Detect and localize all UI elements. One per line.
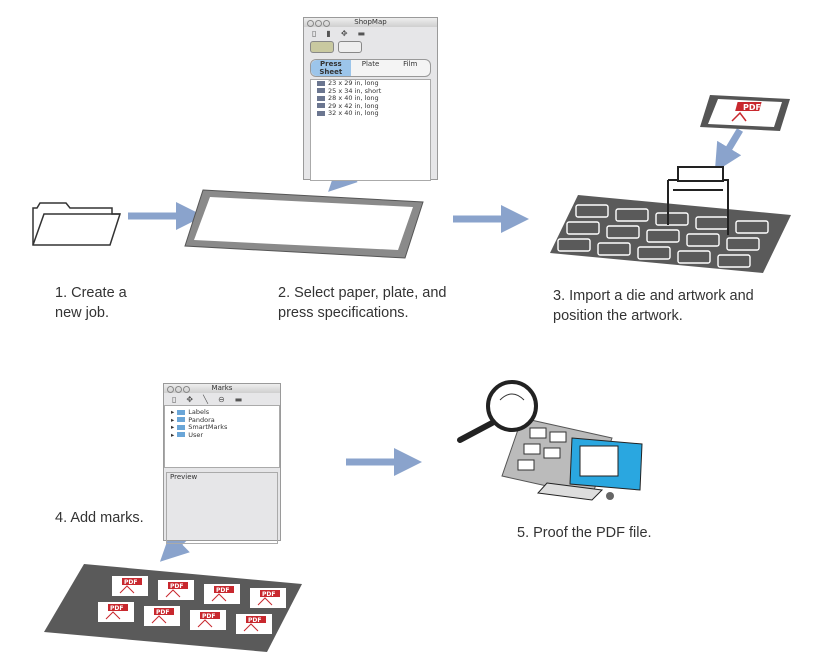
toolbar: ▯ ✥ ╲ ⊖ ▬	[164, 393, 280, 405]
pdf-mark: PDF	[98, 602, 134, 622]
pdf-mark: PDF	[250, 588, 286, 608]
list-item[interactable]: 32 x 40 in, long	[311, 109, 430, 118]
sheet-tabs: Press Sheet Plate Film	[310, 59, 431, 77]
step-5-label: 5. Proof the PDF file.	[517, 525, 652, 541]
die-cut	[597, 242, 631, 256]
move-icon[interactable]: ✥	[186, 394, 194, 404]
die-cut	[726, 237, 760, 251]
pdf-badge: PDF	[743, 103, 761, 112]
folder-item[interactable]: ▸Pandora	[171, 415, 215, 424]
pdf-mark: PDF	[204, 584, 240, 604]
new-icon[interactable]: ▯	[172, 394, 177, 404]
svg-text:PDF: PDF	[202, 613, 215, 620]
folder-item[interactable]: ▸Labels	[171, 408, 210, 416]
die-cut	[717, 254, 751, 268]
die-cut	[557, 238, 591, 252]
die-cut	[735, 220, 769, 234]
die-cut	[566, 221, 600, 235]
die-sheet	[550, 166, 791, 273]
computer-icon	[536, 437, 643, 501]
duplicate-icon[interactable]: ▮	[326, 28, 331, 38]
die-cut	[615, 208, 649, 222]
folder-item[interactable]: ▸SmartMarks	[171, 423, 228, 431]
link-icon[interactable]: ⊖	[217, 394, 225, 404]
new-icon[interactable]: ▯	[312, 28, 317, 38]
marks-tree: ▸Labels ▸Pandora ▸SmartMarks ▸User	[164, 405, 280, 468]
magnifier-icon	[457, 380, 538, 443]
proof-illustration	[457, 380, 643, 501]
die-cut	[686, 233, 720, 247]
pdf-mark: PDF	[144, 606, 180, 626]
window-title: Marks	[211, 384, 233, 392]
list-item[interactable]: 25 x 34 in, short	[311, 87, 430, 96]
components-mode-button[interactable]	[338, 41, 362, 53]
die-cut	[606, 225, 640, 239]
tab-press-sheet[interactable]: Press Sheet	[311, 60, 351, 76]
die-cut	[646, 229, 680, 243]
svg-text:PDF: PDF	[124, 579, 137, 586]
die-cut	[637, 246, 671, 260]
folder-icon	[177, 409, 186, 415]
shopmap-window: ShopMap ▯ ▮ ✥ ▬ Press Sheet Plate Film 23 x…	[303, 17, 438, 181]
edit-icon[interactable]: ╲	[203, 394, 208, 404]
pdf-mark: PDF	[158, 580, 194, 600]
pdf-mark: PDF	[236, 614, 272, 634]
tab-plate[interactable]: Plate	[361, 60, 380, 68]
move-icon[interactable]: ✥	[340, 28, 348, 38]
arrow-pdf-to-die	[714, 128, 744, 173]
svg-text:PDF: PDF	[262, 591, 275, 598]
svg-text:PDF: PDF	[156, 609, 169, 616]
list-item[interactable]: 29 x 42 in, long	[311, 102, 430, 111]
toolbar: ▯ ▮ ✥ ▬	[304, 27, 437, 39]
die-cut	[655, 212, 689, 226]
preview-panel: Preview	[166, 472, 278, 544]
list-item[interactable]: 23 x 29 in, long	[311, 79, 430, 88]
die-cut	[677, 250, 711, 264]
trash-icon[interactable]: ▬	[357, 28, 366, 38]
svg-text:PDF: PDF	[216, 587, 229, 594]
folder-icon	[177, 417, 186, 422]
folder-item[interactable]: ▸User	[171, 430, 204, 439]
list-item[interactable]: 28 x 40 in, long	[311, 94, 430, 103]
folder-icon	[32, 202, 122, 246]
marks-window: Marks ▯ ✥ ╲ ⊖ ▬ ▸Labels ▸Pandora ▸SmartMarks…	[163, 383, 281, 544]
pdf-mark: PDF	[190, 610, 226, 630]
press-mode-button[interactable]	[310, 41, 334, 53]
folder-icon	[177, 432, 186, 437]
pdf-artwork: PDF	[700, 95, 790, 131]
press-sheet-blank	[184, 189, 424, 259]
trash-icon[interactable]: ▬	[234, 394, 243, 404]
mode-buttons	[304, 39, 437, 55]
step-4-label: 4. Add marks.	[55, 510, 144, 526]
svg-text:PDF: PDF	[110, 605, 123, 612]
svg-text:PDF: PDF	[248, 617, 261, 624]
window-title: ShopMap	[354, 18, 387, 26]
tab-film[interactable]: Film	[403, 60, 418, 68]
die-cut	[575, 204, 609, 218]
pdf-mark: PDF	[112, 576, 148, 596]
marked-sheet: PDF PDF PDF PDF PDF PDF PDF PDF	[44, 564, 302, 652]
folder-icon	[177, 424, 186, 430]
svg-text:PDF: PDF	[170, 583, 183, 590]
sheet-list: 23 x 29 in, long 25 x 34 in, short 28 x …	[310, 79, 431, 181]
